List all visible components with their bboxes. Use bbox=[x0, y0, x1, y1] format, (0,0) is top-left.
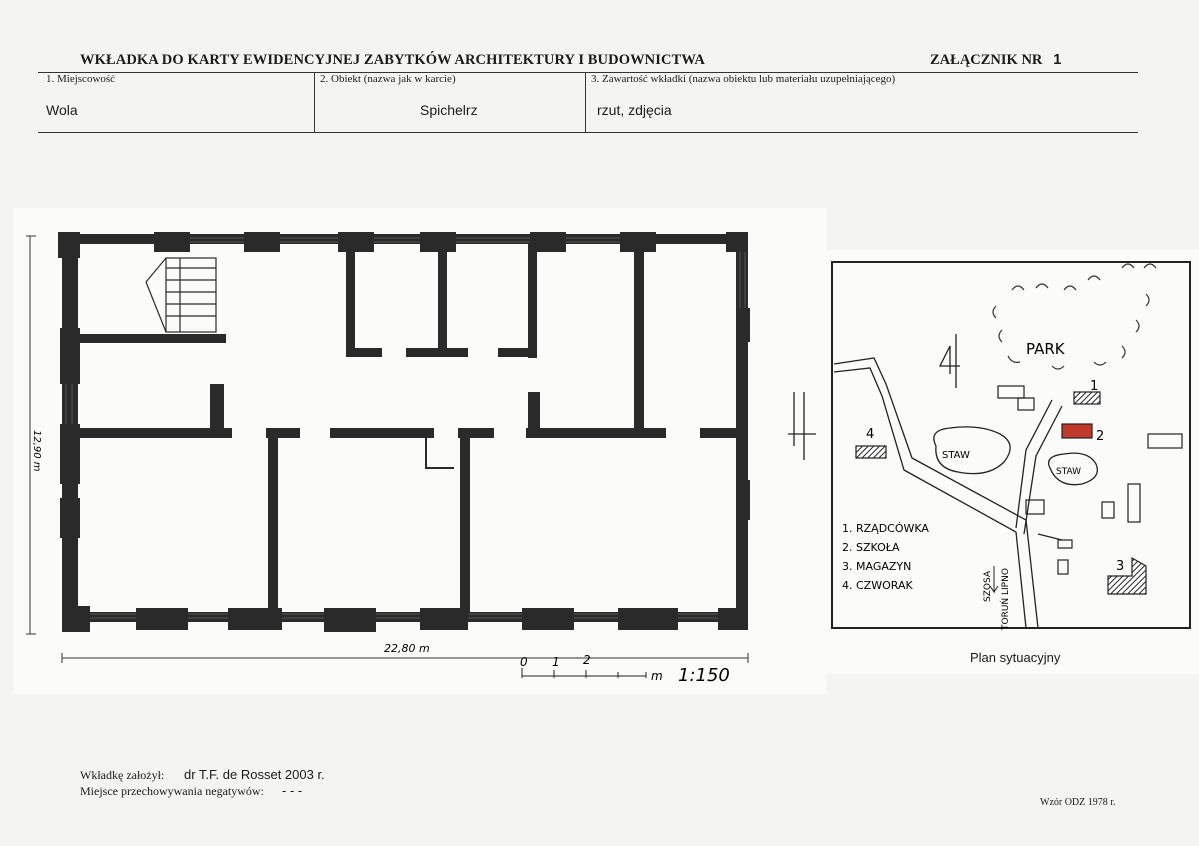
legend-item-1: 1. RZĄDCÓWKA bbox=[842, 522, 929, 535]
pond-2-label: STAW bbox=[1056, 467, 1081, 477]
form-title: WKŁADKA DO KARTY EWIDENCYJNEJ ZABYTKÓW A… bbox=[80, 52, 705, 68]
annex-text: ZAŁĄCZNIK NR bbox=[930, 52, 1043, 68]
header-bottom-rule bbox=[38, 132, 1138, 133]
building-2 bbox=[1061, 423, 1093, 439]
negatives-location-value: - - - bbox=[282, 783, 303, 798]
field-object-label: 2. Obiekt (nazwa jak w karcie) bbox=[320, 73, 456, 85]
north-arrow-outer bbox=[788, 392, 816, 460]
field-divider-1 bbox=[314, 72, 315, 132]
annex-label: ZAŁĄCZNIK NR 1 bbox=[930, 52, 1061, 69]
negatives-location-label: Miejsce przechowywania negatywów: bbox=[80, 784, 264, 798]
north-arrow bbox=[938, 334, 960, 388]
founded-by-value: dr T.F. de Rosset 2003 r. bbox=[184, 767, 325, 782]
floor-plan-drawing: 12,90 m 22,80 m 0 1 2 m 1:150 bbox=[26, 232, 750, 686]
scale-tick-2: 2 bbox=[583, 653, 591, 667]
site-plan-caption: Plan sytuacyjny bbox=[970, 650, 1061, 665]
road-label-1: SZOSA bbox=[983, 570, 993, 602]
header-top-rule bbox=[38, 72, 1138, 73]
building-label-3: 3 bbox=[1116, 559, 1124, 574]
road-label-2: TORUŃ LIPNO bbox=[999, 568, 1011, 631]
dim-height-label: 12,90 m bbox=[31, 430, 42, 472]
field-locality-value: Wola bbox=[46, 102, 78, 118]
form-pattern-note: Wzór ODZ 1978 r. bbox=[1040, 797, 1116, 808]
legend-item-4: 4. CZWORAK bbox=[842, 579, 913, 592]
building-label-1: 1 bbox=[1090, 379, 1098, 394]
field-object-value: Spichelrz bbox=[420, 102, 478, 118]
building-3 bbox=[1107, 556, 1147, 595]
building-1 bbox=[1073, 391, 1101, 405]
scale-tick-0: 0 bbox=[520, 655, 528, 669]
north-label: 4 bbox=[946, 377, 947, 379]
annex-number: 1 bbox=[1053, 52, 1062, 68]
road-arrow-icon bbox=[989, 566, 999, 594]
site-plan-drawing: PARK 4 STAW STAW bbox=[831, 261, 1191, 631]
field-contents-label: 3. Zawartość wkładki (nazwa obiektu lub … bbox=[591, 73, 896, 85]
building-label-4: 4 bbox=[866, 427, 874, 442]
pond-1-label: STAW bbox=[942, 450, 970, 461]
building-4 bbox=[855, 445, 887, 459]
site-plan-frame bbox=[831, 261, 1191, 629]
field-locality-label: 1. Miejscowość bbox=[46, 73, 116, 85]
scale-unit: m bbox=[651, 669, 663, 683]
dim-width-label: 22,80 m bbox=[384, 642, 430, 655]
building-label-2: 2 bbox=[1096, 429, 1104, 444]
founded-by-label: Wkładkę założył: bbox=[80, 768, 165, 782]
field-divider-2 bbox=[585, 72, 586, 132]
scale-ratio: 1:150 bbox=[678, 665, 730, 686]
field-contents-value: rzut, zdjęcia bbox=[597, 102, 672, 118]
scale-tick-1: 1 bbox=[552, 655, 560, 669]
legend-item-3: 3. MAGAZYN bbox=[842, 560, 911, 573]
park-label: PARK bbox=[1026, 340, 1066, 358]
legend-item-2: 2. SZKOŁA bbox=[842, 541, 900, 554]
floor-plan-panel: 12,90 m 22,80 m 0 1 2 m 1:150 bbox=[14, 208, 826, 694]
site-plan-panel: PARK 4 STAW STAW bbox=[826, 250, 1199, 674]
